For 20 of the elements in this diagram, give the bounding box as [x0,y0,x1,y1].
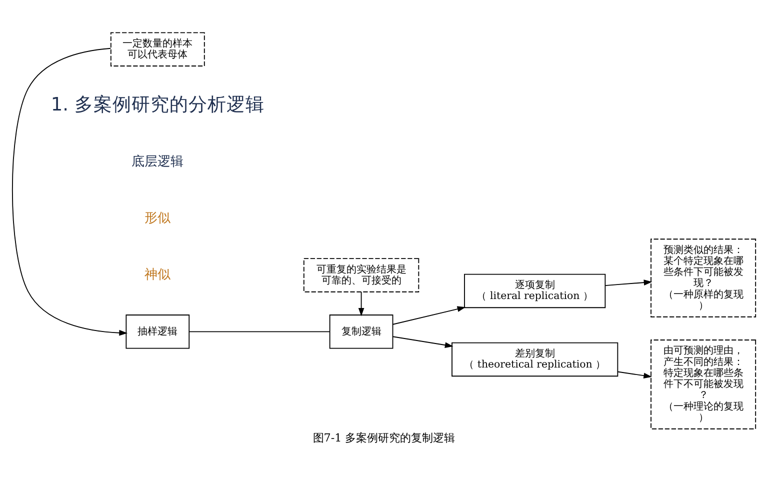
node-box: 复制逻辑 [329,314,394,348]
node-box: 预测类似的结果：某个特定现象在哪些条件下可能被发现？ （一种原样的复现） [650,238,756,317]
node-box: 差别复制 （ theoretical replication ） [452,342,618,376]
arrow [604,279,652,286]
label: 神似 [144,267,171,282]
label: 底层逻辑 [132,154,184,170]
node-box: 由可预测的理由，产生不同的结果：特定现象在哪些条件下不可能被发现？ （一种理论的复现） [650,339,756,429]
arrow [358,291,364,316]
connector [188,330,330,332]
label: 形似 [144,210,171,226]
node-box: 可重复的实验结果是可靠的、可接受的 [303,258,420,292]
node-box: 逐项复制 （ literal replication ） [464,273,606,308]
arrow [12,47,128,336]
arrow [392,306,466,324]
node-box: 抽样逻辑 [126,314,190,348]
diagram-title: 1. 多案例研究的分析逻辑 [50,94,264,115]
arrow [617,370,652,378]
arrow [392,336,454,348]
caption: 图7-1 多案例研究的复制逻辑 [312,430,456,444]
node-box: 一定数量的样本可以代表母体 [110,32,205,66]
